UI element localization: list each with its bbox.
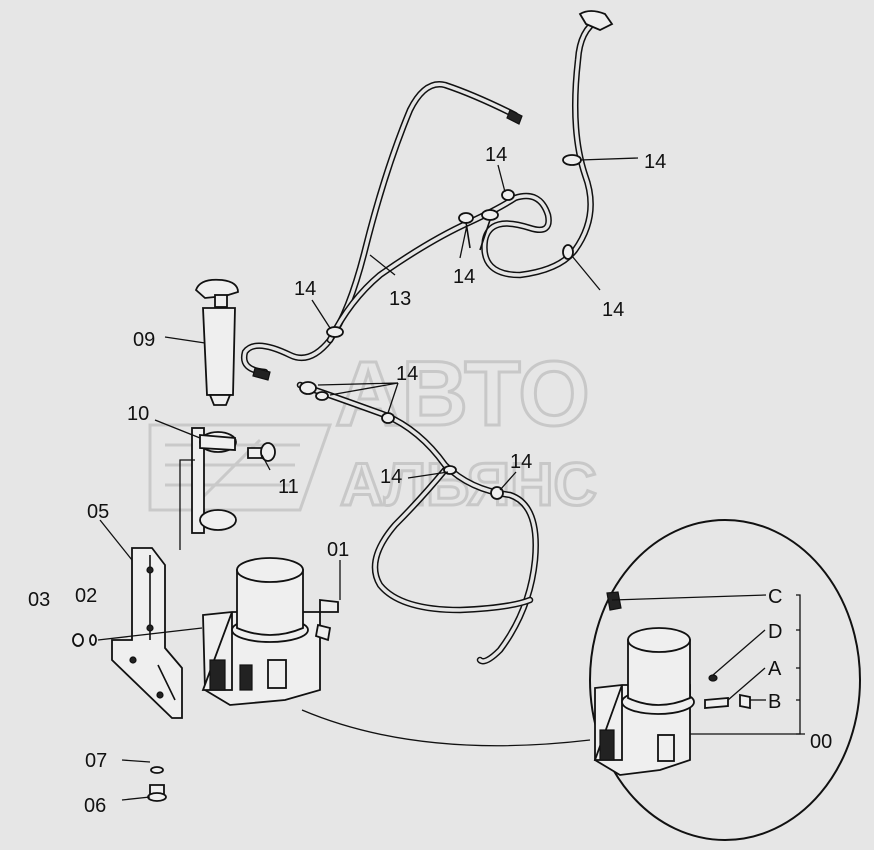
fitting-d-icon <box>708 674 718 682</box>
clamp-icon <box>381 412 395 424</box>
hose-end-connector-icon <box>578 10 614 31</box>
watermark-line1: АВТО <box>335 343 590 445</box>
hose-clamps-14 <box>299 154 582 500</box>
label-a: A <box>768 658 782 680</box>
label-10: 10 <box>127 403 149 425</box>
clamp-icon <box>299 381 317 395</box>
grease-gun-09 <box>194 278 239 406</box>
label-09: 09 <box>133 329 155 351</box>
fitting-a-icon <box>704 697 729 709</box>
label-14-f: 14 <box>396 363 418 385</box>
label-01: 01 <box>327 539 349 561</box>
detail-inset-circle <box>589 519 861 841</box>
hose-end-fitting-icon <box>252 367 271 381</box>
label-02: 02 <box>75 585 97 607</box>
watermark-logo-icon <box>148 423 333 512</box>
label-11: 11 <box>278 476 299 498</box>
label-14-b: 14 <box>485 144 507 166</box>
label-14-h: 14 <box>510 451 532 473</box>
bracket-plate-05 <box>111 547 183 719</box>
fitting-b-icon <box>739 693 751 710</box>
bolt-06-head <box>147 792 167 802</box>
label-c: C <box>768 586 782 608</box>
hose-end-fitting-icon <box>506 109 523 125</box>
label-14-e: 14 <box>602 299 624 321</box>
callout-labels: 09 10 11 05 03 02 01 07 06 13 14 14 14 1… <box>28 144 832 817</box>
label-03: 03 <box>28 589 50 611</box>
clamp-icon <box>562 154 582 166</box>
clamp-icon <box>562 244 574 260</box>
label-b: B <box>768 691 781 713</box>
label-13: 13 <box>389 288 411 310</box>
label-d: D <box>768 621 782 643</box>
washer-02-icon <box>89 634 97 646</box>
clamp-icon <box>326 326 344 338</box>
label-14-c: 14 <box>644 151 666 173</box>
label-14-a: 14 <box>294 278 316 300</box>
lube-pump <box>201 557 339 706</box>
clamp-icon <box>481 209 499 221</box>
washer-07-icon <box>150 766 164 774</box>
detail-inset <box>301 519 861 841</box>
clamp-icon <box>458 212 474 224</box>
clamp-icon <box>501 189 515 201</box>
clamp-icon <box>315 391 329 401</box>
label-14-g: 14 <box>380 466 402 488</box>
label-00: 00 <box>810 731 832 753</box>
leader-lines <box>97 157 639 801</box>
label-07: 07 <box>85 750 107 772</box>
label-14-d: 14 <box>453 266 475 288</box>
bracket-10 <box>191 427 237 534</box>
label-06: 06 <box>84 795 106 817</box>
watermark: АВТО АЛЬЯНС <box>148 342 598 520</box>
fitting-c-icon <box>606 591 622 611</box>
label-05: 05 <box>87 501 109 523</box>
nut-03-icon <box>72 633 84 647</box>
fitting-01-icon <box>319 598 339 613</box>
